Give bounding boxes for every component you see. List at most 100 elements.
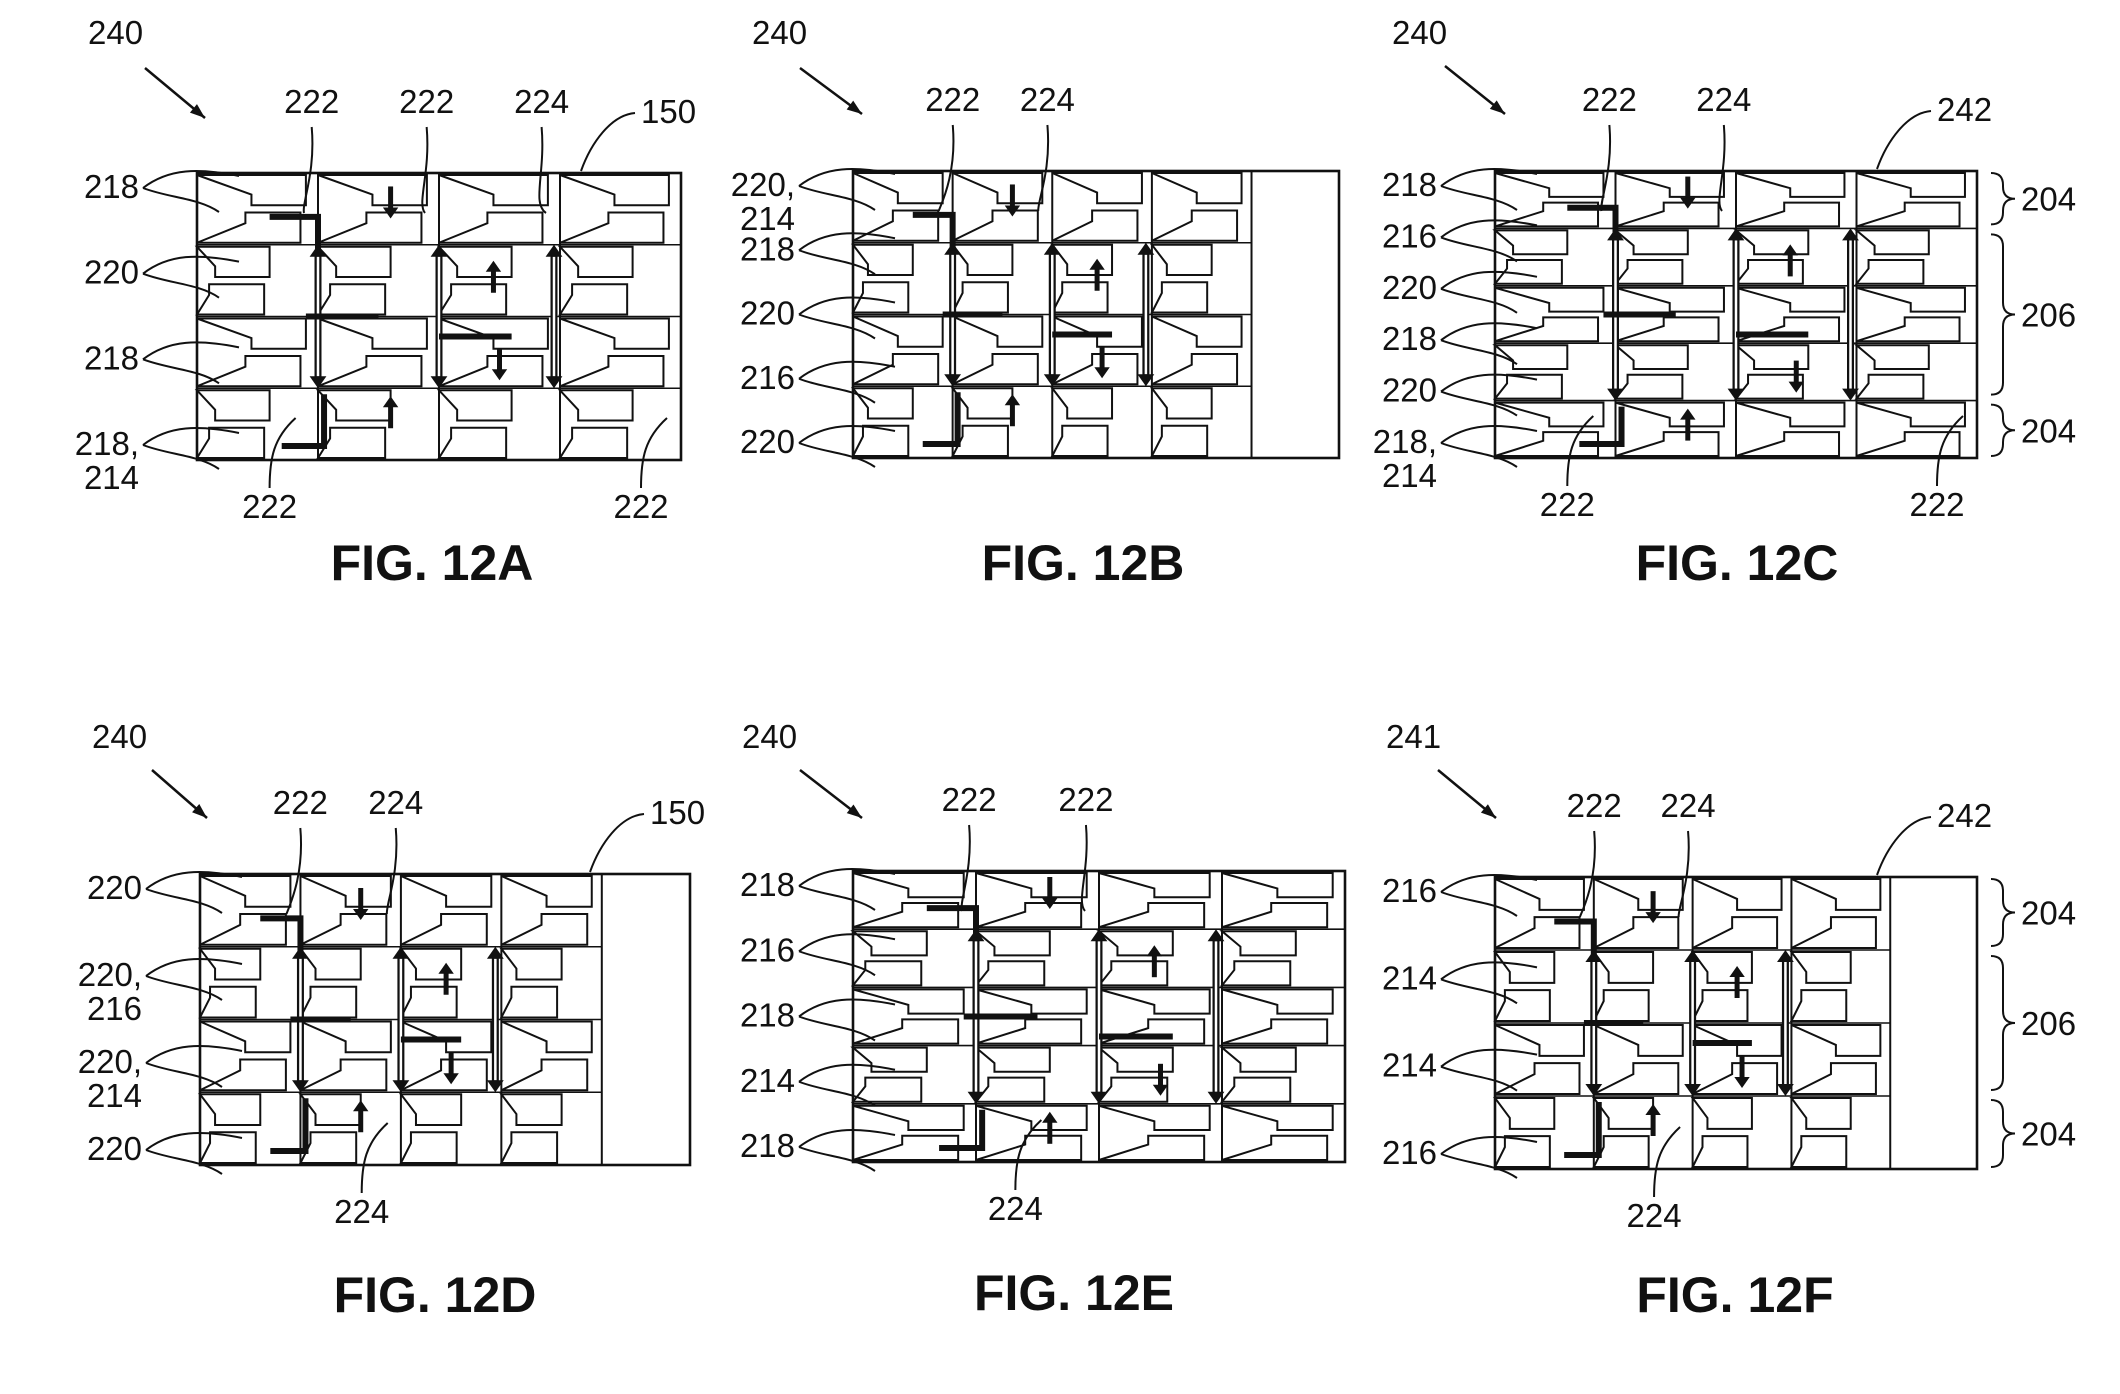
leader-line (798, 377, 876, 404)
leader-line (145, 1062, 223, 1088)
left-ref-label: 220 (1382, 372, 1437, 409)
leader-line (798, 933, 896, 953)
left-ref-label: 218 (1382, 320, 1437, 357)
arrowhead-icon (1207, 1091, 1225, 1104)
leader-line (1440, 442, 1518, 468)
bottom-ref-label: 222 (1540, 486, 1595, 523)
figure-caption: FIG. 12E (974, 1265, 1174, 1321)
leader-line (1718, 124, 1726, 212)
left-ref-label: 220,214 (78, 1043, 142, 1114)
left-ref-label: 218,214 (75, 425, 139, 496)
leader-line (1080, 824, 1088, 912)
leader-line (798, 868, 896, 887)
arrowhead-icon (846, 804, 862, 818)
leader-line (1440, 236, 1518, 263)
top-ref-label: 224 (1661, 787, 1716, 824)
leader-line (1440, 185, 1518, 211)
leader-line (798, 998, 896, 1018)
arrowhead-icon (192, 803, 207, 818)
left-ref-label: 218 (84, 168, 139, 205)
top-right-ref-label: 242 (1937, 91, 1992, 128)
top-ref-label: 222 (399, 83, 454, 120)
left-ref-label: 218 (740, 230, 795, 267)
arrowhead-icon (443, 1073, 459, 1085)
arrowhead-icon (292, 1080, 309, 1093)
bottom-ref-label: 222 (242, 488, 297, 525)
leader-line (142, 170, 240, 189)
bottom-ref-label: 224 (334, 1193, 389, 1230)
flow-path (1579, 406, 1625, 447)
leader-line (142, 255, 240, 275)
figure-caption: FIG. 12C (1636, 535, 1839, 591)
brace-icon (1990, 172, 2016, 226)
region-ref-label: 204 (2021, 181, 2076, 218)
arrowhead-icon (1137, 374, 1155, 387)
bottom-ref-label: 222 (613, 488, 668, 525)
left-ref-label: 220,214 (731, 166, 795, 237)
top-ref-label: 224 (1020, 81, 1075, 118)
leader-line (1440, 322, 1538, 341)
leader-line (1440, 390, 1518, 417)
left-ref-label: 216 (740, 359, 795, 396)
arrowhead-icon (1042, 1111, 1058, 1123)
arrowhead-icon (430, 244, 448, 257)
arrowhead-icon (1782, 244, 1798, 256)
flow-path (260, 915, 304, 955)
assembly-ref-label: 240 (752, 14, 807, 51)
flow-path (1564, 1102, 1602, 1158)
leader-line (1876, 110, 1932, 170)
leader-line (798, 1146, 876, 1172)
leader-line (142, 427, 240, 446)
bottom-ref-label: 224 (1627, 1197, 1682, 1234)
arrowhead-icon (1043, 242, 1061, 255)
arrowhead-icon (1729, 966, 1745, 977)
leader-line (1876, 816, 1932, 876)
leader-line (798, 185, 876, 211)
left-ref-label: 220,216 (78, 956, 142, 1027)
top-ref-label: 224 (1696, 81, 1751, 118)
leader-line (1440, 891, 1518, 917)
left-ref-label: 214 (740, 1062, 795, 1099)
arrowhead-icon (392, 946, 410, 959)
arrowhead-icon (353, 909, 369, 921)
flow-path (939, 1109, 986, 1151)
leader-line (937, 124, 955, 212)
top-ref-label: 222 (1567, 787, 1622, 824)
arrowhead-icon (1680, 408, 1696, 420)
leader-line (145, 958, 243, 977)
arrowhead-icon (944, 374, 962, 387)
arrowhead-icon (1727, 388, 1745, 401)
arrowhead-icon (967, 1091, 985, 1104)
leader-line (798, 296, 896, 316)
arrowhead-icon (1727, 228, 1745, 241)
left-ref-label: 218,214 (1373, 423, 1437, 494)
leader-line (268, 417, 297, 489)
leader-line (960, 824, 971, 912)
leader-line (798, 232, 896, 252)
leader-line (798, 425, 896, 444)
arrowhead-icon (1004, 205, 1021, 217)
arrowhead-icon (1842, 388, 1859, 401)
leader-line (1566, 415, 1594, 487)
arrowhead-icon (1207, 929, 1225, 942)
leader-line (798, 442, 876, 468)
brace-icon (1990, 878, 2016, 947)
leader-line (640, 417, 668, 489)
leader-line (1440, 1065, 1518, 1092)
arrowhead-icon (1777, 1084, 1794, 1096)
leader-line (1440, 874, 1538, 893)
region-ref-label: 206 (2021, 1005, 2076, 1042)
leader-line (142, 358, 220, 385)
leader-line (1440, 978, 1518, 1005)
arrowhead-icon (1152, 1084, 1169, 1096)
flow-path (281, 394, 328, 449)
arrowhead-icon (1734, 1077, 1750, 1088)
leader-line (798, 1015, 876, 1042)
figure-caption: FIG. 12B (982, 535, 1185, 591)
leader-line (1440, 1048, 1538, 1068)
left-ref-label: 214 (1382, 1047, 1437, 1084)
arrowhead-icon (1645, 1104, 1661, 1115)
